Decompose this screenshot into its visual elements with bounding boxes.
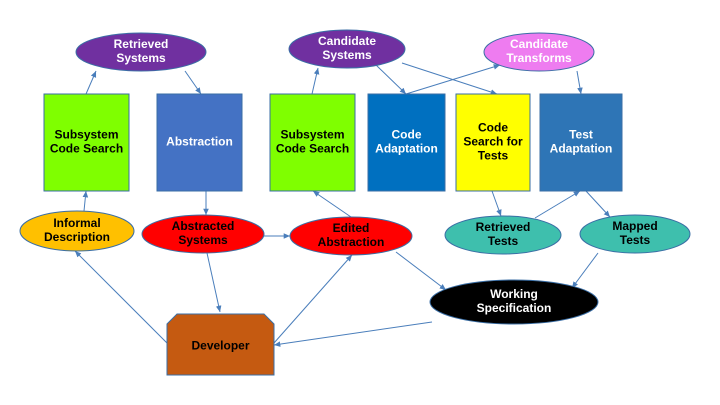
arrow-code-search-for-tests-to-retrieved-tests	[491, 190, 502, 217]
node-label-code-search-for-tests: Code	[478, 121, 508, 135]
arrow-candidate-transforms-to-test-adaptation	[576, 70, 583, 95]
arrow-code-adaptation-to-candidate-transforms	[405, 64, 501, 95]
node-label-subsystem-code-search-2: Subsystem	[280, 128, 344, 142]
arrow-subsystem-code-search-1-to-retrieved-systems	[85, 70, 97, 95]
node-label-edited-abstraction: Abstraction	[318, 235, 385, 249]
node-shape-abstracted-systems	[141, 214, 265, 254]
arrow-candidate-systems-to-code-search-for-tests	[401, 62, 498, 95]
node-shape-abstraction	[156, 93, 243, 192]
node-label-abstracted-systems: Abstracted	[172, 219, 235, 233]
node-shape-test-adaptation	[539, 93, 623, 192]
arrow-retrieved-systems-to-abstraction	[184, 70, 202, 95]
node-label-mapped-tests: Mapped	[612, 219, 657, 233]
node-label-informal-description: Description	[44, 230, 110, 244]
node-abstraction: Abstraction	[156, 93, 243, 192]
node-shape-subsystem-code-search-1	[43, 93, 130, 192]
node-label-retrieved-tests: Tests	[488, 234, 519, 248]
arrow-test-adaptation-to-mapped-tests	[585, 190, 611, 218]
arrow-candidate-systems-to-code-adaptation	[375, 64, 407, 95]
node-label-test-adaptation: Adaptation	[550, 142, 613, 156]
node-shape-developer	[166, 313, 275, 376]
arrow-subsystem-code-search-2-to-candidate-systems	[311, 67, 320, 95]
node-label-developer: Developer	[191, 339, 249, 353]
node-shape-informal-description	[19, 210, 135, 252]
node-label-code-search-for-tests: Tests	[478, 149, 509, 163]
arrow-informal-description-to-subsystem-code-search-1	[82, 190, 89, 212]
node-label-retrieved-systems: Systems	[116, 51, 166, 65]
node-shape-working-specification	[429, 279, 599, 325]
node-label-working-specification: Specification	[477, 301, 552, 315]
node-label-test-adaptation: Test	[569, 128, 593, 142]
node-label-subsystem-code-search-2: Code Search	[276, 142, 349, 156]
arrow-abstracted-systems-to-developer	[206, 252, 222, 313]
node-label-subsystem-code-search-1: Subsystem	[54, 128, 118, 142]
node-label-candidate-systems: Candidate	[318, 34, 376, 48]
edges-layer	[74, 62, 611, 347]
node-shape-retrieved-systems	[75, 32, 207, 72]
node-label-edited-abstraction: Edited	[333, 221, 370, 235]
arrow-developer-to-informal-description	[74, 250, 168, 344]
node-shape-edited-abstraction	[289, 216, 413, 256]
node-shape-candidate-systems	[288, 29, 406, 69]
node-shape-retrieved-tests	[444, 215, 562, 255]
node-shape-candidate-transforms	[483, 32, 595, 72]
arrow-developer-to-edited-abstraction	[273, 254, 353, 344]
node-label-code-search-for-tests: Search for	[463, 135, 523, 149]
node-shape-mapped-tests	[579, 214, 691, 254]
node-developer: Developer	[166, 313, 275, 376]
node-label-abstracted-systems: Systems	[178, 233, 228, 247]
arrow-retrieved-tests-to-test-adaptation	[534, 190, 581, 219]
arrow-mapped-tests-to-working-specification	[571, 252, 599, 289]
node-shape-code-search-for-tests	[455, 93, 531, 192]
node-label-candidate-systems: Systems	[322, 48, 372, 62]
node-label-retrieved-tests: Retrieved	[476, 220, 531, 234]
nodes-layer: RetrievedSystemsCandidateSystemsCandidat…	[19, 29, 691, 376]
node-label-working-specification: Working	[490, 287, 538, 301]
node-shape-subsystem-code-search-2	[269, 93, 356, 192]
node-shape-code-adaptation	[367, 93, 446, 192]
node-label-mapped-tests: Tests	[620, 233, 651, 247]
node-label-abstraction: Abstraction	[166, 135, 233, 149]
node-label-code-adaptation: Code	[392, 128, 422, 142]
node-label-retrieved-systems: Retrieved	[114, 37, 169, 51]
arrow-working-specification-to-developer	[273, 321, 433, 347]
node-label-candidate-transforms: Candidate	[510, 37, 568, 51]
node-label-candidate-transforms: Transforms	[506, 51, 572, 65]
arrow-edited-abstraction-to-working-specification	[395, 251, 447, 291]
node-label-subsystem-code-search-1: Code Search	[50, 142, 123, 156]
node-label-informal-description: Informal	[53, 216, 100, 230]
node-label-code-adaptation: Adaptation	[375, 142, 438, 156]
arrow-edited-abstraction-to-subsystem-code-search-2	[312, 190, 352, 218]
